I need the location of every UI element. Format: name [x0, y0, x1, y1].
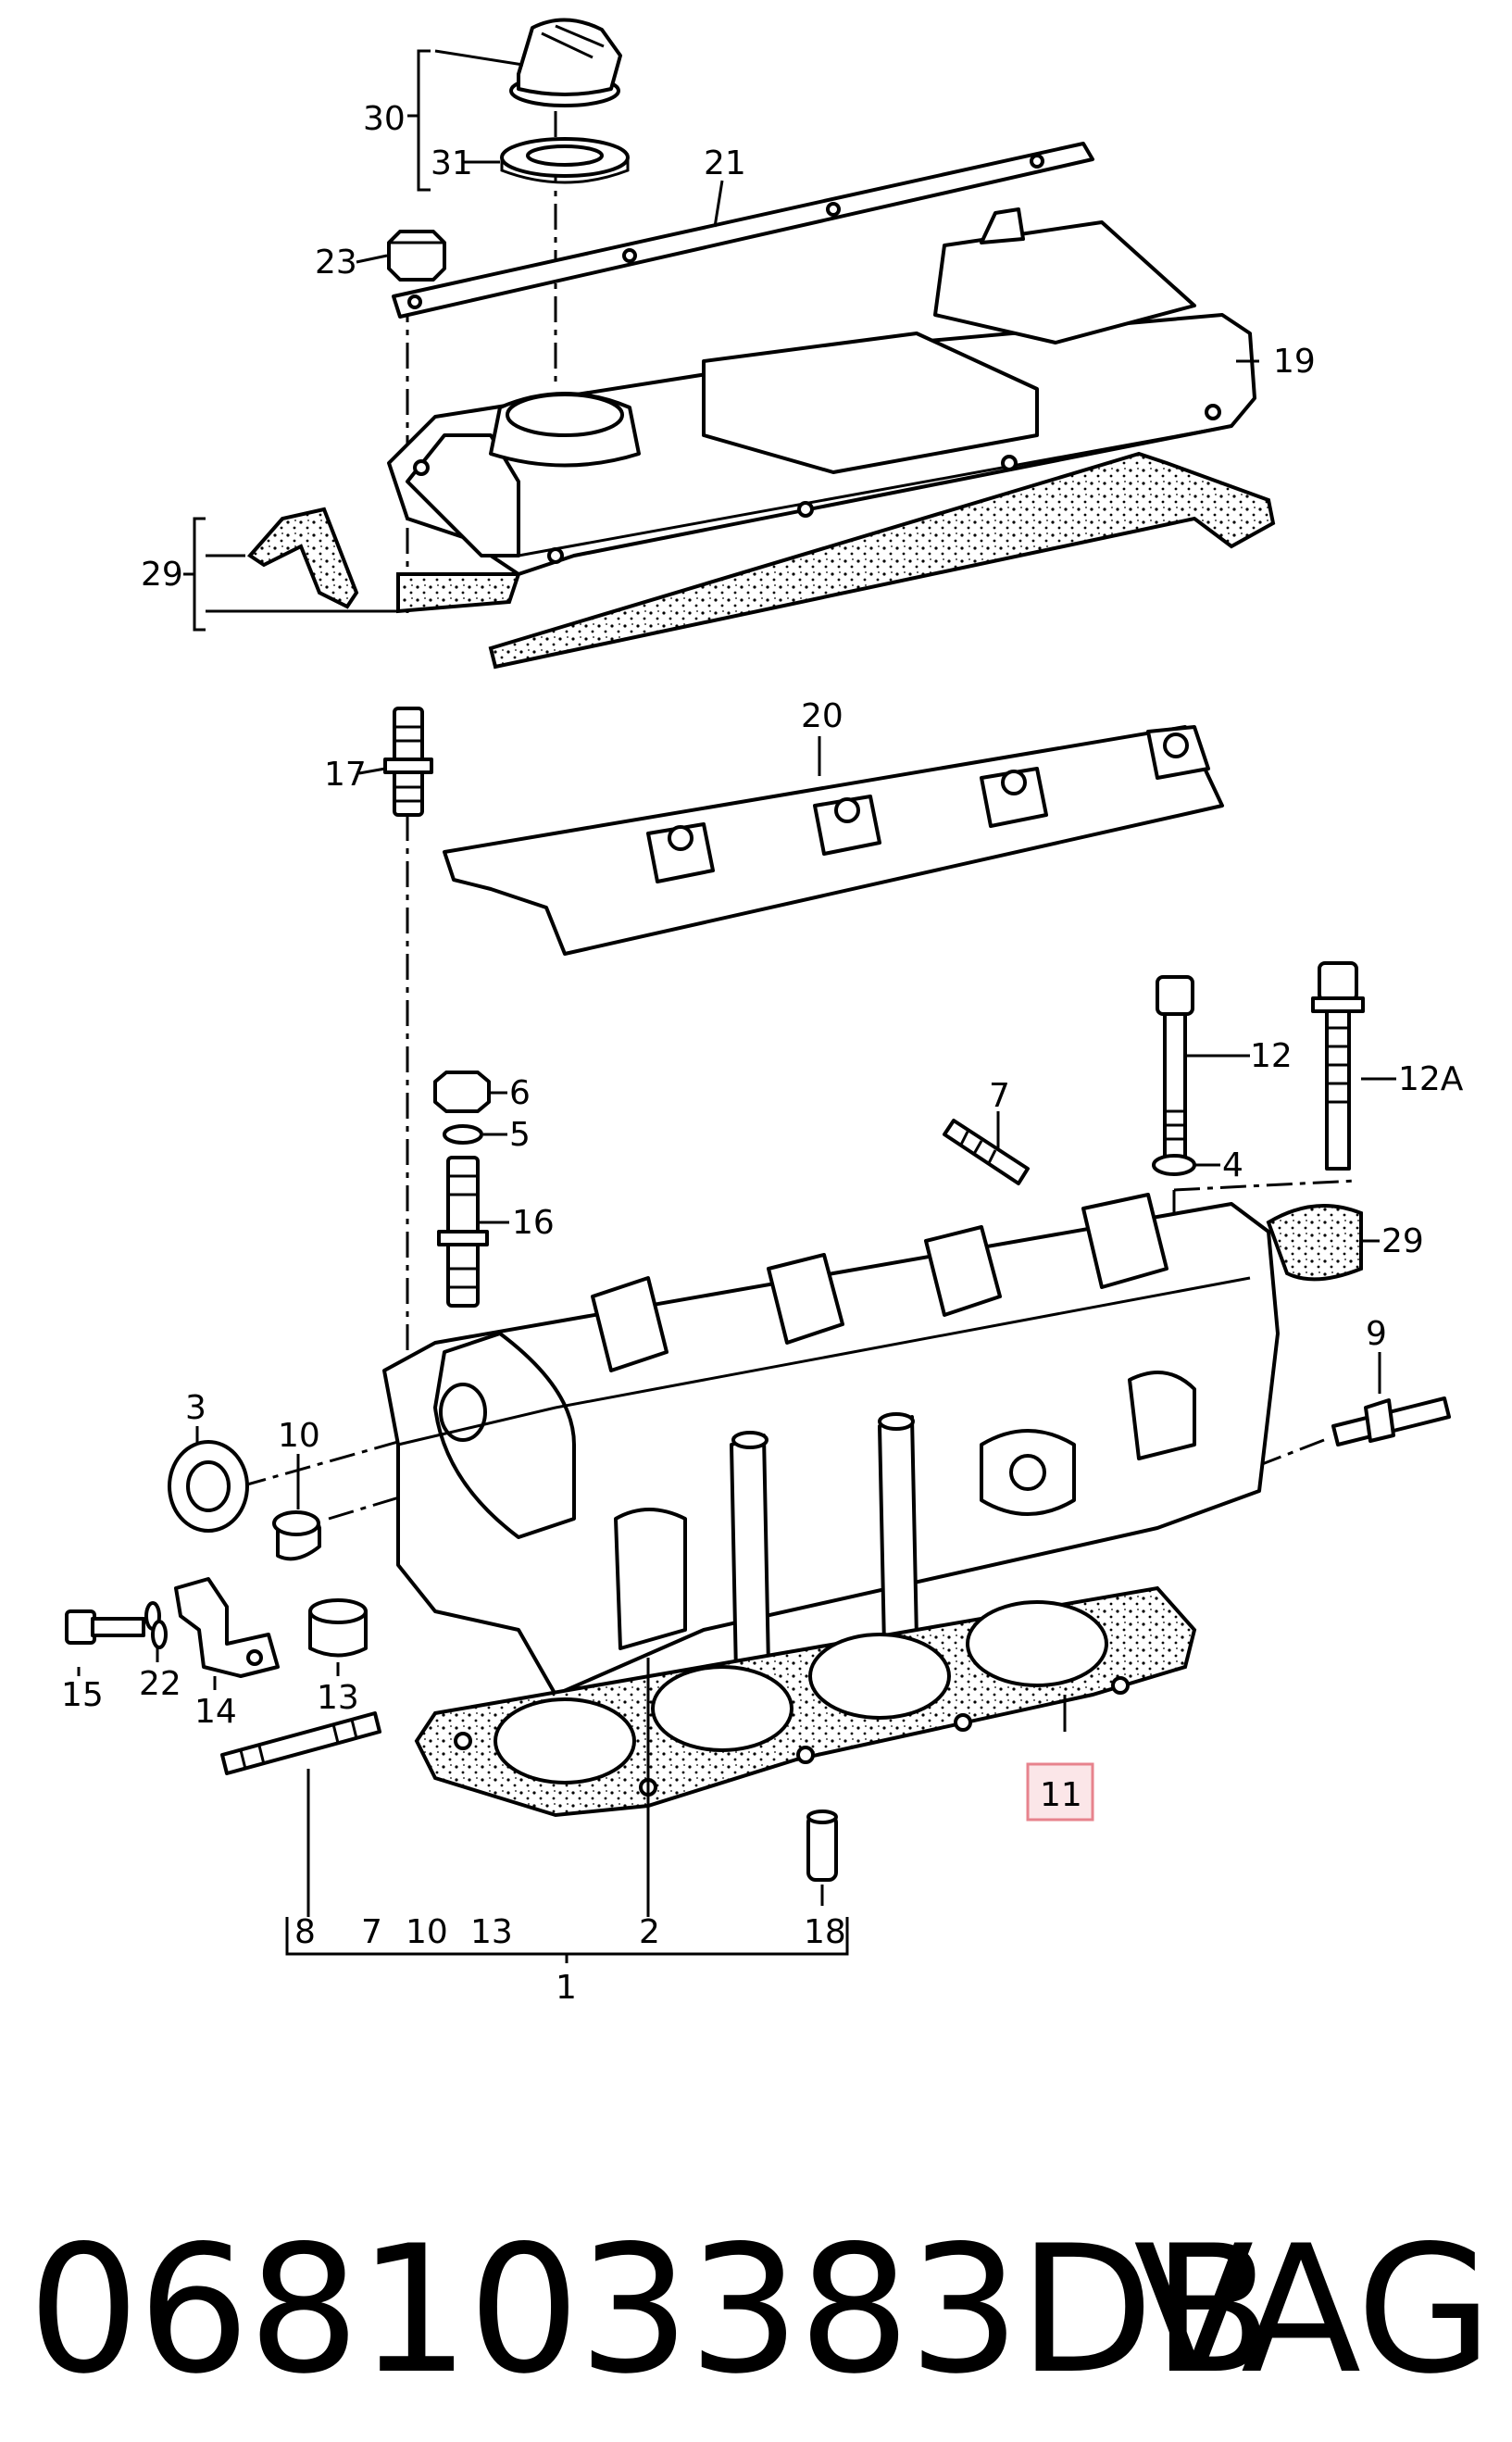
cover-gasket-upper	[392, 142, 1094, 319]
callout-7: 7	[989, 1077, 1010, 1115]
callout-5: 5	[509, 1116, 531, 1154]
callout-31: 31	[431, 144, 473, 182]
highlight-box	[1026, 1762, 1094, 1822]
callout-13: 13	[317, 1679, 359, 1717]
callout-12: 12	[1250, 1037, 1293, 1075]
callout-12a: 12A	[1398, 1060, 1464, 1098]
brand-name: VAG	[1133, 2208, 1493, 2412]
washer-5	[443, 1124, 483, 1145]
head-bolt-12a	[1311, 961, 1365, 1171]
bracket-label-2: 2	[639, 1913, 660, 1951]
filler-cap-seal	[500, 137, 630, 184]
cover-nut	[387, 230, 446, 282]
callout-20: 20	[801, 697, 843, 735]
callout-10: 10	[278, 1417, 320, 1455]
plug-13	[308, 1598, 368, 1658]
bracket-label-13: 13	[470, 1913, 513, 1951]
callout-11: 11	[1040, 1776, 1082, 1814]
bracket-label-7: 7	[361, 1913, 382, 1951]
cover-corner-gasket	[396, 572, 521, 614]
camshaft-seal	[168, 1440, 249, 1533]
half-moon-seal-upper	[246, 507, 359, 609]
part-number: 068103383DB	[28, 2208, 1273, 2412]
callout-29-top: 29	[141, 556, 183, 594]
callout-23: 23	[315, 244, 357, 282]
callout-1: 1	[556, 1969, 577, 2007]
stud-16	[437, 1156, 489, 1308]
bolt-15	[65, 1609, 145, 1645]
callout-17: 17	[324, 756, 367, 794]
callout-29-bottom: 29	[1381, 1222, 1424, 1260]
oil-filler-cap	[509, 18, 622, 107]
cylinder-head	[382, 1193, 1280, 1697]
callout-15: 15	[61, 1676, 104, 1714]
valve-cover	[387, 207, 1256, 576]
head-bolt	[1156, 975, 1194, 1164]
half-moon-seal-lower	[1266, 1204, 1363, 1282]
head-gasket	[414, 1585, 1197, 1818]
stud-7	[943, 1119, 1030, 1185]
plug-10	[272, 1510, 321, 1561]
callout-9: 9	[1366, 1315, 1387, 1353]
callout-14: 14	[194, 1693, 237, 1731]
leader-lines	[77, 49, 1396, 1963]
bracket-14	[174, 1577, 280, 1678]
bracket-label-8: 8	[294, 1913, 316, 1951]
callout-21: 21	[704, 144, 746, 182]
callout-labels: 30 31 21 23 19 29 17 20 12 12A 7 4 29 6 …	[61, 100, 1464, 2007]
callout-3: 3	[185, 1389, 206, 1427]
sender-9	[1331, 1396, 1451, 1446]
callout-4: 4	[1222, 1146, 1243, 1184]
cover-gasket-lower	[488, 451, 1276, 670]
callout-22: 22	[139, 1665, 181, 1703]
callout-18: 18	[804, 1913, 846, 1951]
cover-stud	[383, 707, 433, 817]
callout-19: 19	[1273, 343, 1316, 381]
washer-22	[144, 1601, 168, 1649]
camshaft-bearing-rail	[443, 725, 1224, 956]
bracket-label-10: 10	[406, 1913, 448, 1951]
nut-6	[433, 1071, 491, 1113]
footer-caption: 068103383DB VAG	[28, 2208, 1493, 2412]
guide-sleeve-18	[806, 1810, 838, 1882]
callout-16: 16	[512, 1204, 555, 1242]
callout-6: 6	[509, 1074, 531, 1112]
washer-4	[1152, 1154, 1196, 1176]
callout-30: 30	[363, 100, 406, 138]
stud-8	[220, 1711, 381, 1775]
